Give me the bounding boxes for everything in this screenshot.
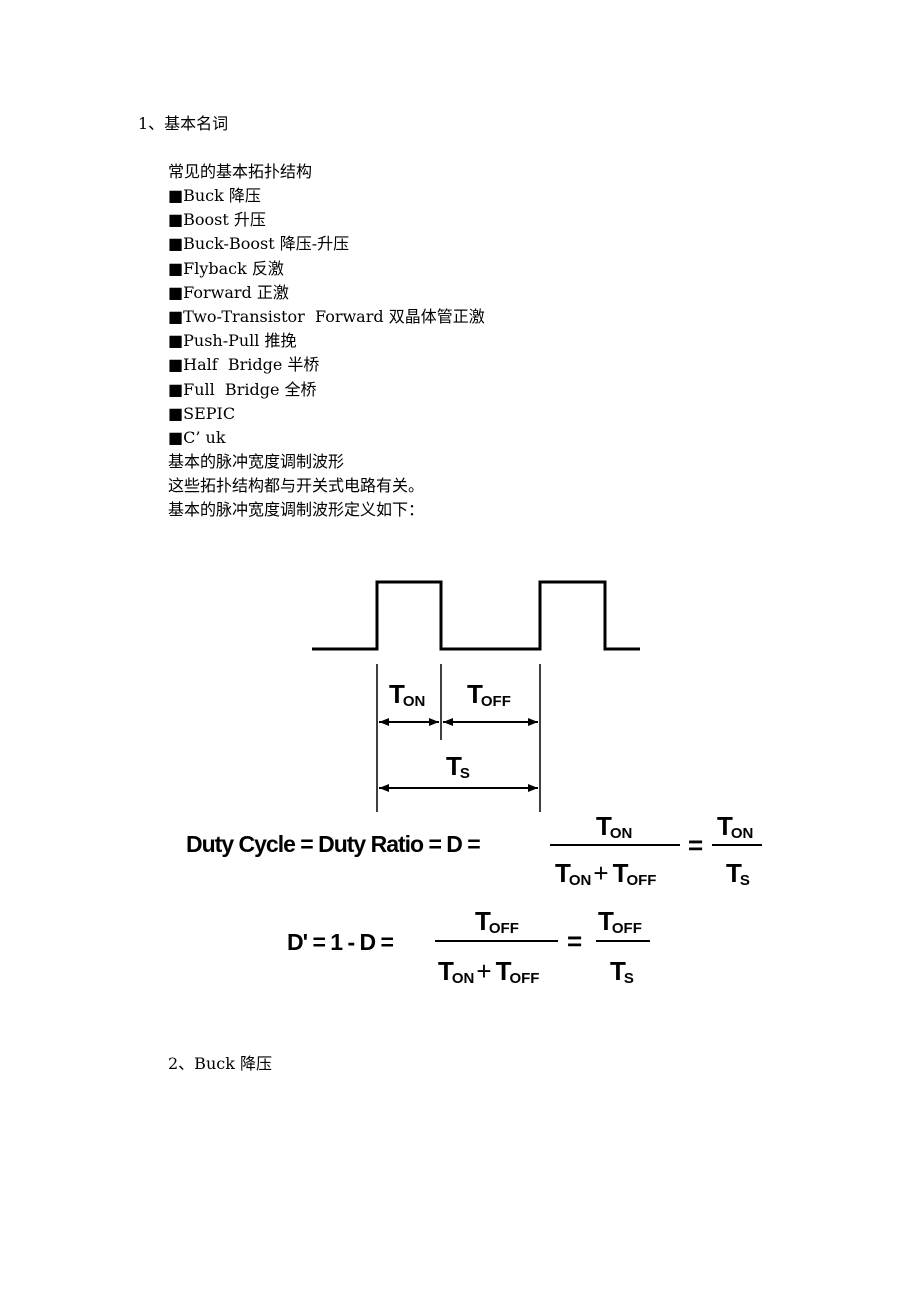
- topology-item: ■Two-Transistor Forward 双晶体管正激: [168, 307, 485, 326]
- topology-item: ■Flyback 反激: [168, 258, 284, 278]
- topology-item: ■SEPIC: [168, 403, 236, 423]
- topology-item: ■Buck 降压: [168, 186, 261, 205]
- denominator-ts: TS: [726, 858, 750, 889]
- d-prime-lhs: D' = 1 - D =: [287, 929, 394, 955]
- toff-label: TOFF: [467, 679, 511, 710]
- section-heading-1: 1、基本名词: [138, 114, 229, 133]
- numerator-toff: TOFF: [598, 906, 642, 937]
- pwm-note: 这些拓扑结构都与开关式电路有关。: [168, 476, 425, 495]
- numerator-toff: TOFF: [475, 906, 519, 937]
- denominator-ton-plus-toff: TON+TOFF: [555, 858, 656, 889]
- ton-label: TON: [389, 679, 425, 710]
- numerator-ton: TON: [596, 811, 632, 842]
- ts-label: TS: [446, 751, 470, 782]
- equals-sign: =: [688, 830, 703, 860]
- section-heading-2: 2、Buck 降压: [168, 1054, 272, 1073]
- topology-intro: 常见的基本拓扑结构: [168, 162, 313, 181]
- topology-item: ■Boost 升压: [168, 210, 266, 230]
- numerator-ton: TON: [717, 811, 753, 842]
- denominator-ts: TS: [610, 956, 634, 987]
- equals-sign: =: [567, 926, 582, 956]
- topology-item: ■Half Bridge 半桥: [168, 355, 320, 375]
- topology-item: ■Full Bridge 全桥: [168, 379, 317, 399]
- pwm-title: 基本的脉冲宽度调制波形: [168, 452, 345, 471]
- topology-item: ■C’ uk: [168, 428, 226, 447]
- denominator-ton-plus-toff: TON+TOFF: [438, 956, 539, 987]
- topology-item: ■Buck-Boost 降压-升压: [168, 234, 350, 254]
- topology-item: ■Push-Pull 推挽: [168, 331, 297, 351]
- pwm-definition: 基本的脉冲宽度调制波形定义如下：: [168, 500, 425, 519]
- duty-cycle-lhs: Duty Cycle = Duty Ratio = D =: [186, 831, 480, 857]
- topology-item: ■Forward 正激: [168, 282, 289, 302]
- pwm-waveform: [312, 580, 640, 651]
